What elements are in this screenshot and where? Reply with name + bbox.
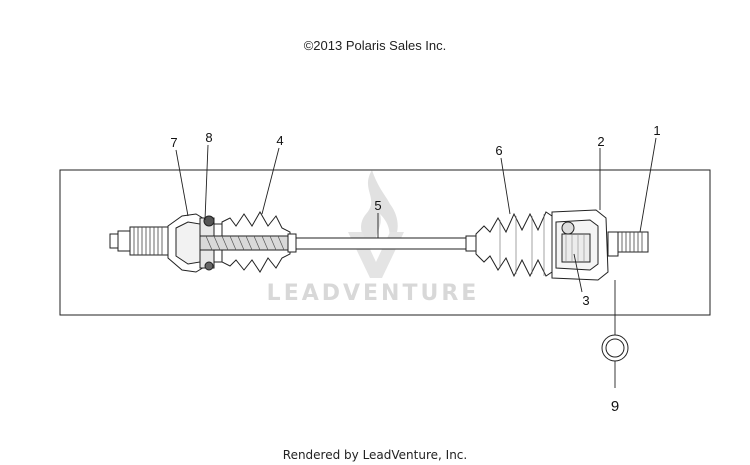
callout-5: 5 (374, 198, 381, 213)
right-bearing (561, 221, 575, 235)
callout-1: 1 (653, 123, 660, 138)
right-spline-stub (617, 231, 649, 253)
watermark-flame-icon (361, 170, 398, 250)
callout-8: 8 (205, 130, 212, 145)
callout-7: 7 (170, 135, 177, 150)
right-boot (475, 211, 553, 278)
callout-4: 4 (276, 133, 283, 148)
diagram-frame (59, 169, 711, 316)
footer-text: Rendered by LeadVenture, Inc. (282, 448, 468, 462)
copyright-text: ©2013 Polaris Sales Inc. (303, 38, 447, 53)
callout-9: 9 (611, 398, 619, 415)
right-cv-joint-assembly (551, 209, 649, 281)
circlip-ring (601, 334, 629, 362)
callout-3: 3 (582, 293, 589, 308)
leader-lines (175, 137, 657, 388)
axle-shaft (295, 235, 477, 252)
callout-6: 6 (495, 143, 502, 158)
callout-2: 2 (597, 134, 604, 149)
watermark-text: LEADVENTURE (267, 281, 480, 306)
left-boot (199, 210, 297, 273)
